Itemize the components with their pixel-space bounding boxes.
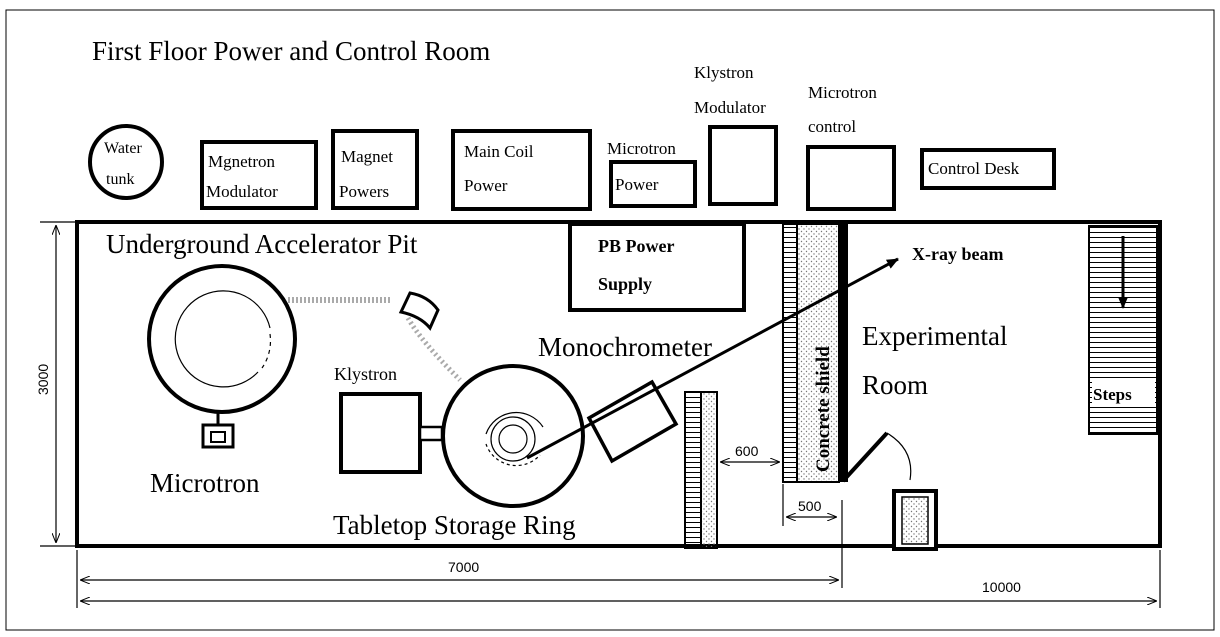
magnet-powers-label-1: Magnet — [341, 147, 393, 166]
mgnetron-modulator-label-1: Mgnetron — [208, 152, 276, 171]
mgnetron-modulator: Mgnetron Modulator — [200, 140, 318, 210]
storage-ring-label: Tabletop Storage Ring — [333, 510, 576, 540]
dimension-gap: 600 — [721, 443, 779, 462]
concrete-shield-label: Concrete shield — [813, 346, 834, 472]
control-desk: Control Desk — [920, 148, 1056, 190]
pit-title: Underground Accelerator Pit — [106, 229, 418, 259]
dimension-total-length-label: 10000 — [982, 579, 1021, 595]
steps-label: Steps — [1093, 385, 1132, 404]
klystron-modulator-label-1: Klystron — [694, 63, 754, 82]
page-title: First Floor Power and Control Room — [92, 36, 490, 66]
magnet-powers-label-2: Powers — [339, 182, 389, 201]
dimension-shield-width: 500 — [782, 484, 836, 526]
dimension-pit-length: 7000 — [76, 500, 843, 608]
xray-beam-arrow — [526, 257, 899, 460]
beam-transport-line-2 — [405, 316, 462, 382]
microtron-control: Microtron control — [806, 83, 896, 211]
dimension-gap-label: 600 — [735, 443, 759, 459]
mgnetron-modulator-label-2: Modulator — [206, 182, 278, 201]
door — [841, 431, 912, 483]
pb-power-supply-label-1: PB Power — [598, 236, 674, 256]
main-coil-power: Main Coil Power — [451, 129, 592, 211]
microtron-power-label-2: Power — [615, 175, 659, 194]
microtron-control-label-1: Microtron — [808, 83, 877, 102]
pb-power-supply-label-2: Supply — [598, 274, 652, 294]
xray-beam-label: X-ray beam — [912, 244, 1003, 264]
bending-magnet — [398, 291, 440, 331]
main-coil-power-label-2: Power — [464, 176, 508, 195]
dimension-height: 3000 — [35, 221, 80, 547]
microtron-power-label-1: Microtron — [607, 139, 676, 158]
klystron-label: Klystron — [334, 364, 397, 384]
klystron: Klystron — [334, 364, 444, 474]
water-tank: Water tunk — [88, 124, 164, 200]
water-tank-label-1: Water — [104, 140, 142, 157]
main-coil-power-label-1: Main Coil — [464, 142, 534, 161]
monochromator: Monochrometer — [538, 332, 712, 464]
water-tank-label-2: tunk — [106, 171, 134, 188]
tabletop-storage-ring: Tabletop Storage Ring — [333, 364, 585, 540]
klystron-modulator-label-2: Modulator — [694, 98, 766, 117]
outer-frame — [5, 9, 1215, 631]
pillar — [892, 489, 938, 551]
dimension-shield-width-label: 500 — [798, 498, 822, 514]
monochromator-label: Monochrometer — [538, 332, 712, 362]
microtron-label: Microtron — [150, 468, 260, 498]
steps: Steps — [1088, 225, 1158, 435]
pb-power-supply: PB Power Supply — [568, 222, 746, 312]
dimension-pit-length-label: 7000 — [448, 559, 479, 575]
magnet-powers: Magnet Powers — [331, 129, 419, 210]
control-desk-label: Control Desk — [928, 159, 1020, 178]
microtron: Microtron — [147, 264, 297, 498]
microtron-control-label-2: control — [808, 117, 856, 136]
left-shield — [684, 391, 718, 549]
dimension-total-length: 10000 — [81, 550, 1161, 608]
microtron-power: Microtron Power — [607, 139, 697, 208]
klystron-modulator: Klystron Modulator — [694, 63, 778, 206]
experimental-room-label-2: Room — [862, 370, 928, 400]
experimental-room-label-1: Experimental — [862, 321, 1007, 351]
dimension-height-label: 3000 — [35, 364, 51, 395]
concrete-shield: Concrete shield — [782, 223, 848, 483]
